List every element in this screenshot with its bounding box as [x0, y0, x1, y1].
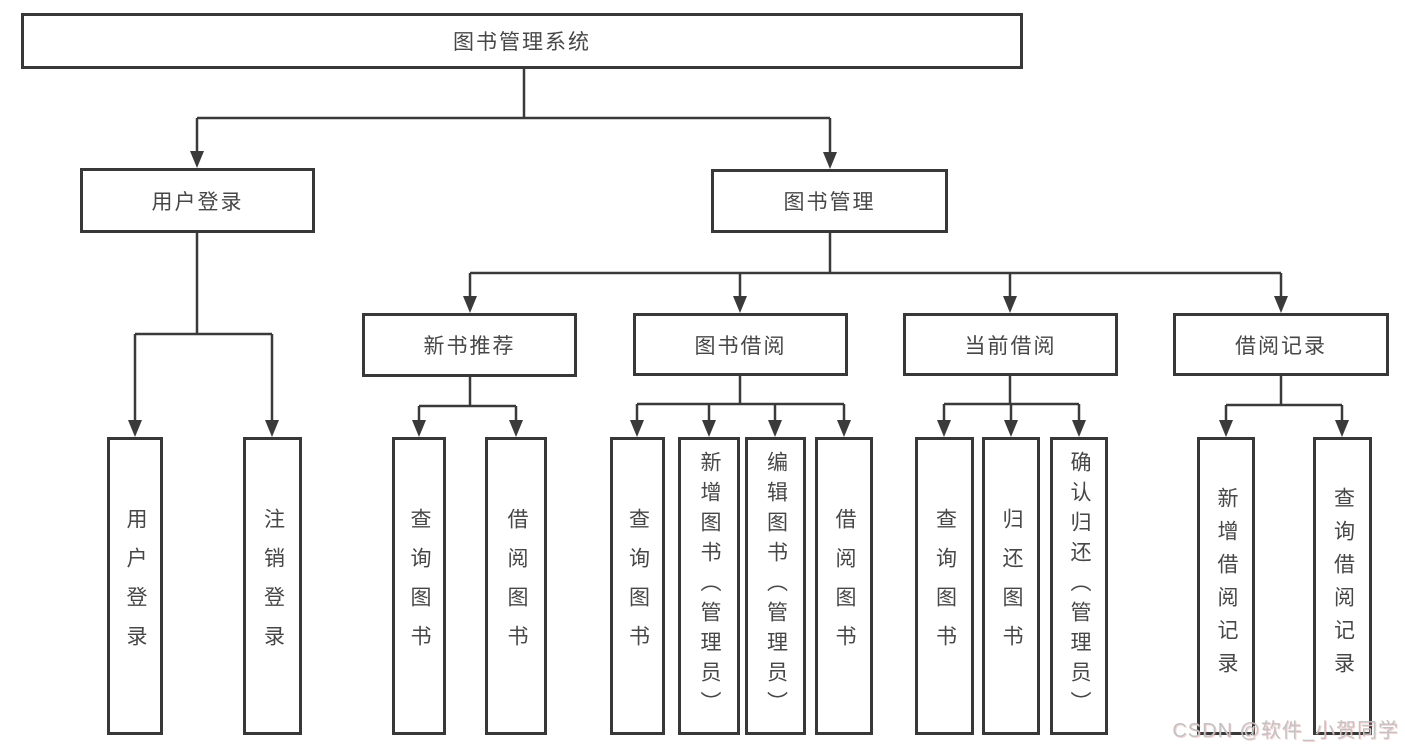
node-book-management: 图书管理 [711, 169, 948, 233]
node-label: 图书管理系统 [453, 31, 591, 54]
leaf-label: 新增借阅记录 [1215, 487, 1238, 685]
arrowhead-icons [128, 151, 1349, 437]
node-book-borrow: 图书借阅 [633, 313, 848, 376]
leaf-query-borrow-record: 查询借阅记录 [1313, 437, 1372, 735]
leaf-label: 查询图书 [933, 508, 957, 664]
leaf-confirm-return-admin: 确认归还（管理员） [1050, 437, 1108, 735]
leaf-label: 用户登录 [124, 508, 147, 664]
leaf-label: 查询借阅记录 [1331, 487, 1355, 685]
leaf-return-books: 归还图书 [982, 437, 1040, 735]
leaf-label: 查询图书 [626, 508, 650, 664]
watermark: CSDN @软件_小贺同学 [1172, 720, 1399, 742]
node-label: 图书借阅 [694, 334, 787, 358]
node-new-book-recommend: 新书推荐 [362, 313, 577, 377]
leaf-add-books-admin: 新增图书（管理员） [678, 437, 740, 735]
leaf-query-books-borrow: 查询图书 [610, 437, 665, 735]
node-borrow-records: 借阅记录 [1173, 313, 1389, 376]
leaf-label: 借阅图书 [505, 508, 528, 664]
node-library-management-system: 图书管理系统 [21, 13, 1023, 69]
leaf-label: 归还图书 [1000, 508, 1023, 664]
leaf-label: 编辑图书（管理员） [764, 451, 788, 721]
leaf-add-borrow-record: 新增借阅记录 [1197, 437, 1255, 735]
leaf-edit-books-admin: 编辑图书（管理员） [745, 437, 806, 735]
leaf-label: 注销登录 [261, 508, 285, 664]
node-current-borrow: 当前借阅 [903, 313, 1118, 376]
leaf-label: 确认归还（管理员） [1068, 451, 1091, 721]
node-label: 图书管理 [783, 191, 876, 214]
leaf-user-login: 用户登录 [107, 437, 163, 735]
leaf-label: 新增图书（管理员） [698, 451, 721, 721]
leaf-label: 查询图书 [408, 508, 431, 664]
leaf-logout: 注销登录 [243, 437, 302, 735]
leaf-borrow-books: 借阅图书 [815, 437, 873, 735]
leaf-query-books-recommend: 查询图书 [392, 437, 446, 735]
node-label: 用户登录 [151, 190, 244, 214]
leaf-label: 借阅图书 [833, 508, 856, 664]
node-user-login: 用户登录 [80, 168, 315, 233]
node-label: 当前借阅 [964, 334, 1057, 358]
node-label: 新书推荐 [423, 335, 516, 358]
leaf-borrow-books-recommend: 借阅图书 [485, 437, 547, 735]
leaf-query-books-current: 查询图书 [915, 437, 974, 735]
node-label: 借阅记录 [1235, 334, 1327, 358]
